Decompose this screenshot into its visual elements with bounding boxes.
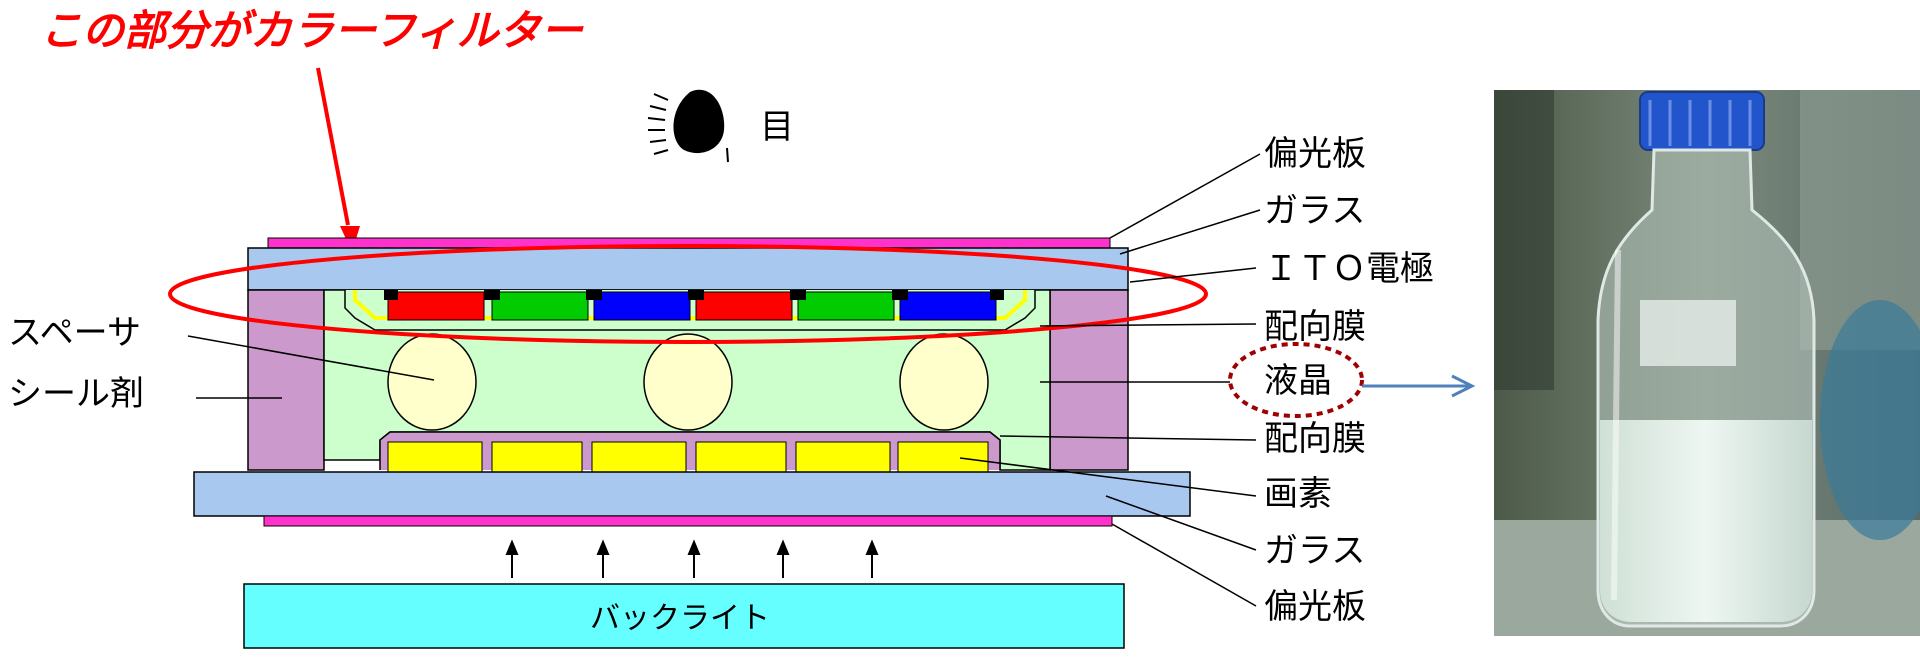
pixel-1 <box>387 441 483 473</box>
black-matrix-5 <box>790 290 806 300</box>
filter-green-1 <box>491 291 589 321</box>
eye-label: 目 <box>760 107 794 147</box>
label-glass-bottom: ガラス <box>1264 531 1365 571</box>
filter-red-1 <box>387 291 485 321</box>
label-liquid-crystal: 液晶 <box>1264 361 1332 401</box>
sealant-label: シール剤 <box>8 374 144 414</box>
spacer-leader-line <box>187 335 435 381</box>
black-matrix-4 <box>688 290 704 300</box>
filter-blue-1 <box>593 291 691 321</box>
right-leader-lines <box>959 153 1261 607</box>
title-pointer-arrow <box>316 67 360 252</box>
filter-red-2 <box>695 291 793 321</box>
liquid-crystal-highlight <box>1228 342 1364 418</box>
filter-green-2 <box>797 291 895 321</box>
label-polarizer-bottom: 偏光板 <box>1264 587 1366 627</box>
sealant-left <box>247 289 325 471</box>
black-matrix-6 <box>892 290 908 300</box>
black-matrix-1 <box>384 290 398 300</box>
color-filter-highlight-ellipse <box>168 244 1208 344</box>
blue-pointer-arrow <box>1362 374 1476 398</box>
sealant-right <box>1049 289 1129 471</box>
bottle-label <box>1640 300 1736 366</box>
backlight <box>243 583 1125 649</box>
label-glass-top: ガラス <box>1264 191 1365 231</box>
spacer-2 <box>643 333 733 431</box>
pixel-3 <box>591 441 687 473</box>
black-matrix-3 <box>586 290 602 300</box>
bottle-cap <box>1639 91 1765 151</box>
pixel-5 <box>795 441 891 473</box>
right-labels: 偏光板 ガラス ＩＴＯ電極 配向膜 液晶 配向膜 画素 ガラス 偏光板 <box>1264 134 1434 627</box>
color-filter-title: この部分がカラーフィルター <box>40 6 585 55</box>
filter-blue-2 <box>899 291 997 321</box>
pixel-row <box>387 441 989 473</box>
label-pixel: 画素 <box>1264 474 1332 514</box>
backlight-light-arrows <box>505 539 879 578</box>
bottom-glass <box>193 471 1191 517</box>
spacer-3 <box>899 333 989 431</box>
label-polarizer-top: 偏光板 <box>1264 134 1366 174</box>
label-ito-electrode: ＩＴＯ電極 <box>1264 249 1434 289</box>
eye-icon <box>647 89 729 163</box>
spacer-1 <box>387 333 477 431</box>
liquid-crystal-bottle-photo <box>1494 90 1920 636</box>
label-alignment-film-bottom: 配向膜 <box>1264 419 1366 459</box>
black-matrix-2 <box>484 290 500 300</box>
color-filter <box>384 290 1004 321</box>
pixel-4 <box>695 441 787 473</box>
spacer-label: スペーサ <box>8 313 141 353</box>
black-matrix-7 <box>990 290 1004 300</box>
backlight-label: バックライト <box>590 601 770 636</box>
bottom-polarizer <box>263 515 1113 527</box>
label-alignment-film-top: 配向膜 <box>1264 307 1366 347</box>
pixel-6 <box>897 441 989 473</box>
bottle-liquid <box>1600 420 1812 622</box>
pixel-2 <box>491 441 583 473</box>
